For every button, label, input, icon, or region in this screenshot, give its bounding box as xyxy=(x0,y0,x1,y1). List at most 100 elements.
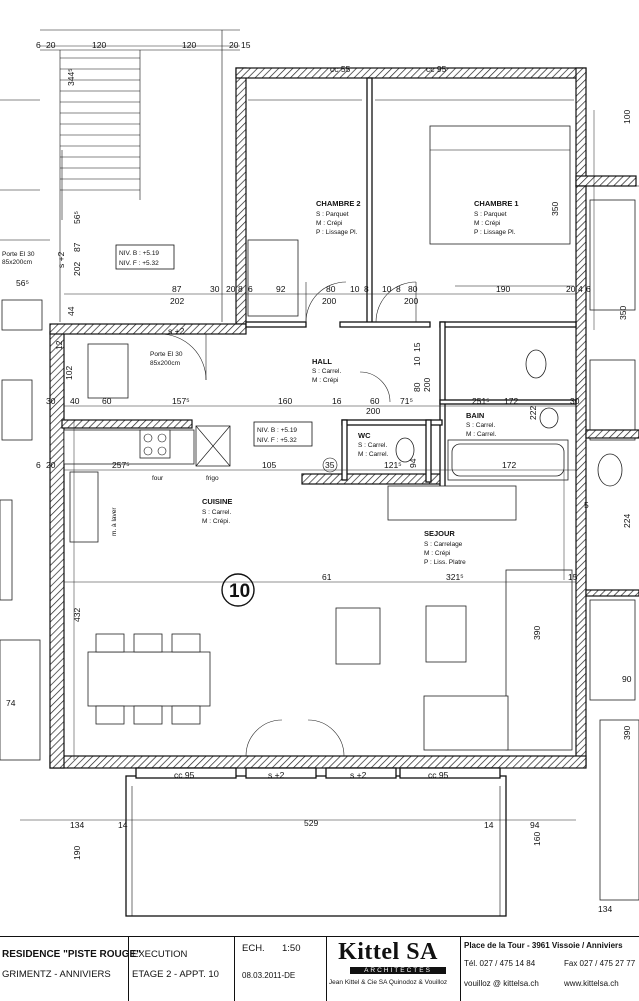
bain-wall: M : Carrel. xyxy=(466,431,497,438)
dining-table xyxy=(87,651,211,707)
hall-floor: S : Carrel. xyxy=(312,368,341,375)
drawing-cell: EXECUTION ETAGE 2 - APPT. 10 xyxy=(128,937,235,1001)
stair-core xyxy=(0,29,240,761)
dim-30: 30 xyxy=(210,284,220,294)
project-name: RESIDENCE "PISTE ROUGE" xyxy=(2,949,141,960)
dim-60: 60 xyxy=(102,396,112,406)
label-cc95-top: cc 95 xyxy=(426,64,447,74)
firedoor-entry-line1: Porte EI 30 xyxy=(150,351,183,358)
dimension-lines xyxy=(20,45,595,821)
toilet-wc xyxy=(395,437,415,463)
dim-134: 134 xyxy=(70,820,84,830)
dim-14a: 14 xyxy=(118,820,128,830)
project-location: GRIMENTZ - ANNIVIERS xyxy=(2,969,111,980)
dim-60b: 60 xyxy=(370,396,380,406)
dim-8c: 8 xyxy=(396,284,401,294)
level-middle-b: NIV. B : +5.19 xyxy=(257,427,297,434)
company-fax: Fax 027 / 475 27 77 xyxy=(564,959,636,968)
dim-94b: 94 xyxy=(530,820,540,830)
drawing-title: ETAGE 2 - APPT. 10 xyxy=(132,969,219,980)
firedoor-entry-line2: 85x200cm xyxy=(150,360,180,367)
level-upper-f: NIV. F : +5.32 xyxy=(119,260,159,267)
firedoor-left-line2: 85x200cm xyxy=(2,259,32,266)
dim-80v: 80 xyxy=(412,382,422,392)
dim-15v: 15 xyxy=(412,342,422,352)
dim-71: 71⁵ xyxy=(400,396,413,406)
dim-90: 90 xyxy=(622,674,632,684)
company-tel: Tél. 027 / 475 14 84 xyxy=(464,959,536,968)
dim-121: 121⁵ xyxy=(384,460,402,470)
firedoor-left-line1: Porte EI 30 xyxy=(2,251,35,258)
dim-120b: 120 xyxy=(182,40,196,50)
company-web[interactable]: www.kittelsa.ch xyxy=(564,979,619,988)
wc-floor: S : Carrel. xyxy=(358,442,387,449)
dim-15: 15 xyxy=(241,40,251,50)
bed-chambre2 xyxy=(247,239,299,317)
chambre2-wall: M : Crépi xyxy=(316,220,342,227)
dim-80b: 80 xyxy=(408,284,418,294)
dim-172: 172 xyxy=(504,396,518,406)
dim-44: 44 xyxy=(66,306,76,316)
dim-35: 35 xyxy=(325,460,335,470)
label-s2-b2: s +2 xyxy=(350,770,367,780)
label-four: four xyxy=(152,475,164,482)
dim-350: 350 xyxy=(550,202,560,216)
dim-160v: 160 xyxy=(532,832,542,846)
dim-40: 40 xyxy=(70,396,80,406)
hall-cabinet xyxy=(87,343,129,399)
dim-222: 222 xyxy=(528,406,538,420)
dim-344: 344⁵ xyxy=(66,68,76,86)
company-logo-sub: ARCHITECTES xyxy=(350,967,446,974)
dim-8a: 8 xyxy=(238,284,243,294)
dim-6-right: 6 xyxy=(586,284,591,294)
dim-160: 160 xyxy=(278,396,292,406)
chambre1-floor: S : Parquet xyxy=(474,211,507,218)
contact-cell: Place de la Tour - 3961 Vissoie / Annivi… xyxy=(460,937,639,1001)
scale-value: 1:50 xyxy=(282,943,301,954)
dim-20-right: 20 xyxy=(566,284,576,294)
interior-walls xyxy=(245,77,577,493)
dim-10a: 10 xyxy=(350,284,360,294)
company-address: Place de la Tour - 3961 Vissoie / Annivi… xyxy=(464,941,623,950)
exterior-walls xyxy=(49,67,637,769)
project-phase: EXECUTION xyxy=(132,949,188,960)
dim-80a: 80 xyxy=(326,284,336,294)
chambre2-ceiling: P : Lissage Pl. xyxy=(316,229,358,236)
room-name-wc: WC xyxy=(358,431,371,440)
kitchen-counter xyxy=(63,429,195,465)
room-name-sejour: SEJOUR xyxy=(424,529,455,538)
dim-257: 257⁵ xyxy=(112,460,130,470)
chambre1-ceiling: P : Lissage Pl. xyxy=(474,229,516,236)
label-s2-b1: s +2 xyxy=(268,770,285,780)
chambre1-wall: M : Crépi xyxy=(474,220,500,227)
dim-134b: 134 xyxy=(598,904,612,914)
level-box-upper xyxy=(115,244,175,270)
dim-30b: 30 xyxy=(46,396,56,406)
dim-432: 432 xyxy=(72,608,82,622)
logo-cell: Kittel SA ARCHITECTES Jean Kittel & Cie … xyxy=(326,937,461,1001)
dim-202v: 202 xyxy=(72,262,82,276)
dim-6b: 6 xyxy=(248,284,253,294)
dim-35-marker xyxy=(322,457,338,473)
wc-wall: M : Carrel. xyxy=(358,451,389,458)
company-logo: Kittel SA xyxy=(338,939,438,965)
sejour-floor: S : Carrelage xyxy=(424,541,463,548)
dim-4-right: 4 xyxy=(578,284,583,294)
cuisine-floor: S : Carrel. xyxy=(202,509,231,516)
dim-224: 224 xyxy=(622,514,632,528)
sejour-wall: M : Crépi xyxy=(424,550,450,557)
dim-94: 94 xyxy=(408,458,418,468)
label-s2-hall: s +2 xyxy=(168,326,185,336)
hall-wall: M : Crépi xyxy=(312,377,338,384)
dim-321: 321⁵ xyxy=(446,572,464,582)
room-name-chambre1: CHAMBRE 1 xyxy=(474,199,519,208)
dim-10b: 10 xyxy=(382,284,392,294)
drawing-date: 08.03.2011-DE xyxy=(242,971,296,980)
label-s2-left: s +2 xyxy=(56,251,66,268)
sejour-ceiling: P : Liss. Platre xyxy=(424,559,466,566)
dim-529: 529 xyxy=(304,818,318,828)
company-email[interactable]: vouilloz @ kittelsa.ch xyxy=(464,979,539,988)
dim-20d: 20 xyxy=(46,460,56,470)
dim-350-right: 350 xyxy=(618,306,628,320)
